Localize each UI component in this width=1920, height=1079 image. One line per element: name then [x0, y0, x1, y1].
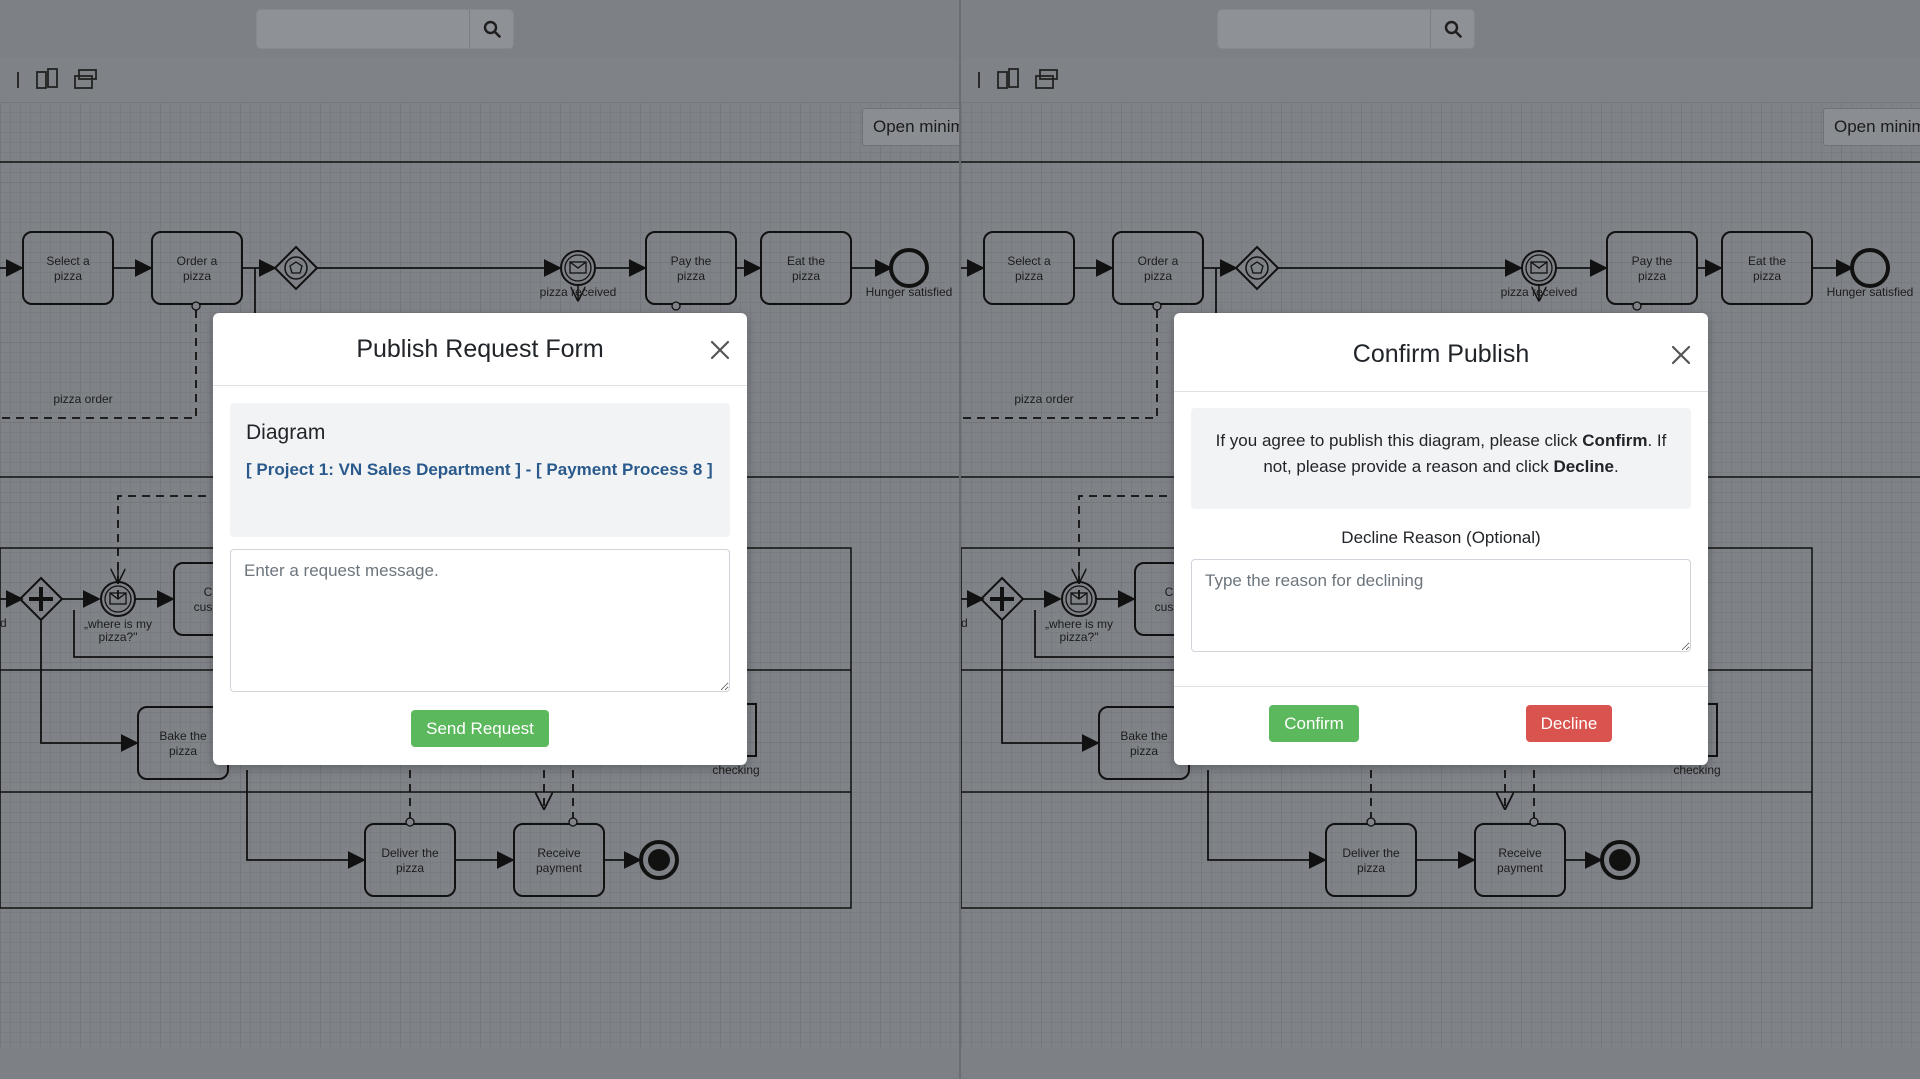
task-order-pizza-l1: Order a: [1138, 254, 1179, 268]
top-bar: [0, 0, 959, 58]
search-box[interactable]: [1217, 9, 1475, 49]
search-button[interactable]: [1430, 10, 1474, 48]
task-calm-customer-l2: cus: [194, 600, 213, 614]
task-receive-payment-l2: payment: [1497, 861, 1544, 875]
open-minimap-button[interactable]: Open minimap: [1823, 108, 1920, 146]
task-eat-pizza-l1: Eat the: [1748, 254, 1786, 268]
task-pay-pizza-l2: pizza: [1638, 269, 1666, 283]
confirm-message-part2: . If not, please provide a reason and cl…: [1263, 431, 1667, 476]
confirm-publish-modal: Confirm Publish If you agree to publish …: [1174, 313, 1708, 765]
left-editor-pane: Select a pizza Order a pizza Pay the piz…: [0, 0, 959, 1079]
task-eat-pizza-l2: pizza: [792, 269, 820, 283]
right-editor-pane: Select a pizza Order a pizza Pay the piz…: [961, 0, 1920, 1079]
task-pay-pizza-l2: pizza: [677, 269, 705, 283]
decline-reason-label: Decline Reason (Optional): [1341, 528, 1541, 547]
send-request-button[interactable]: Send Request: [411, 710, 549, 747]
diagram-canvas[interactable]: Select a pizza Order a pizza Pay the piz…: [0, 102, 959, 1079]
label-ended: d: [0, 616, 7, 630]
task-select-pizza-l2: pizza: [1015, 269, 1043, 283]
confirm-message-part3: .: [1613, 457, 1619, 476]
task-order-pizza-l2: pizza: [183, 269, 211, 283]
toolbar: [961, 58, 1920, 102]
request-message-input[interactable]: [230, 549, 730, 692]
diagram-info-box: Diagram [ Project 1: VN Sales Department…: [230, 403, 730, 537]
task-pay-pizza-l1: Pay the: [1632, 254, 1673, 268]
task-bake-pizza-l1: Bake the: [1120, 729, 1168, 743]
distribute-vertical-icon[interactable]: [73, 68, 99, 92]
search-icon: [483, 20, 501, 38]
toolbar-separator: [17, 72, 19, 88]
task-calm-customer-l2: cus: [1155, 600, 1174, 614]
pane-divider: [959, 0, 961, 1079]
label-pizza-order: pizza order: [1014, 392, 1073, 406]
label-where-is-pizza-l1: „where is my: [1045, 617, 1113, 631]
task-order-pizza-l2: pizza: [1144, 269, 1172, 283]
open-minimap-button[interactable]: Open minimap: [862, 108, 959, 146]
task-receive-payment-l2: payment: [536, 861, 583, 875]
toolbar-separator: [978, 72, 980, 88]
search-button[interactable]: [469, 10, 513, 48]
task-calm-customer-l1: C: [204, 585, 213, 599]
label-pizza-received: pizza received: [1501, 285, 1578, 299]
task-bake-pizza-l2: pizza: [1130, 744, 1158, 758]
task-deliver-pizza-l2: pizza: [1357, 861, 1385, 875]
label-where-is-pizza-l2: pizza?": [99, 630, 138, 644]
close-icon[interactable]: [708, 338, 732, 362]
diagram-section-title: Diagram: [246, 421, 326, 444]
search-box[interactable]: [256, 9, 514, 49]
task-deliver-pizza-l2: pizza: [396, 861, 424, 875]
task-select-pizza-l1: Select a: [46, 254, 90, 268]
label-pizza-received: pizza received: [540, 285, 617, 299]
modal-title: Publish Request Form: [356, 335, 604, 363]
modal-header: Confirm Publish: [1174, 313, 1708, 392]
task-eat-pizza-l1: Eat the: [787, 254, 825, 268]
task-select-pizza-l1: Select a: [1007, 254, 1051, 268]
modal-title: Confirm Publish: [1352, 340, 1530, 368]
confirm-message-part1: If you agree to publish this diagram, pl…: [1215, 431, 1583, 450]
task-receive-payment-l1: Receive: [537, 846, 581, 860]
task-calm-customer-l1: C: [1165, 585, 1174, 599]
label-where-is-pizza-l2: pizza?": [1060, 630, 1099, 644]
label-pizza-order: pizza order: [53, 392, 112, 406]
diagram-link[interactable]: [ Project 1: VN Sales Department ] - [ P…: [246, 460, 713, 479]
label-where-is-pizza-l1: „where is my: [84, 617, 152, 631]
toolbar: [0, 58, 959, 102]
decline-button[interactable]: Decline: [1526, 705, 1612, 742]
task-pay-pizza-l1: Pay the: [671, 254, 712, 268]
task-deliver-pizza-l1: Deliver the: [381, 846, 439, 860]
modal-header: Publish Request Form: [213, 313, 747, 386]
label-hunger-satisfied: Hunger satisfied: [1827, 285, 1914, 299]
bottom-bar: [0, 1048, 959, 1079]
label-ended: d: [961, 616, 968, 630]
task-eat-pizza-l2: pizza: [1753, 269, 1781, 283]
decline-reason-input[interactable]: [1191, 559, 1691, 652]
confirm-message-bold1: Confirm: [1582, 431, 1648, 450]
bottom-bar: [961, 1048, 1920, 1079]
top-bar: [961, 0, 1920, 58]
task-receive-payment-l1: Receive: [1498, 846, 1542, 860]
task-deliver-pizza-l1: Deliver the: [1342, 846, 1400, 860]
distribute-horizontal-icon[interactable]: [996, 68, 1022, 92]
task-order-pizza-l1: Order a: [177, 254, 218, 268]
confirm-button[interactable]: Confirm: [1269, 705, 1359, 742]
task-select-pizza-l2: pizza: [54, 269, 82, 283]
label-hunger-satisfied: Hunger satisfied: [866, 285, 953, 299]
task-bake-pizza-l1: Bake the: [159, 729, 207, 743]
label-checking: checking: [712, 763, 759, 777]
close-icon[interactable]: [1669, 343, 1693, 367]
distribute-horizontal-icon[interactable]: [35, 68, 61, 92]
confirm-message-bold2: Decline: [1553, 457, 1614, 476]
confirm-message-box: If you agree to publish this diagram, pl…: [1191, 408, 1691, 509]
publish-request-modal: Publish Request Form Diagram [ Project 1…: [213, 313, 747, 765]
search-icon: [1444, 20, 1462, 38]
task-bake-pizza-l2: pizza: [169, 744, 197, 758]
modal-footer-divider: [1174, 686, 1708, 687]
distribute-vertical-icon[interactable]: [1034, 68, 1060, 92]
confirm-message: If you agree to publish this diagram, pl…: [1205, 428, 1677, 480]
label-checking: checking: [1673, 763, 1720, 777]
